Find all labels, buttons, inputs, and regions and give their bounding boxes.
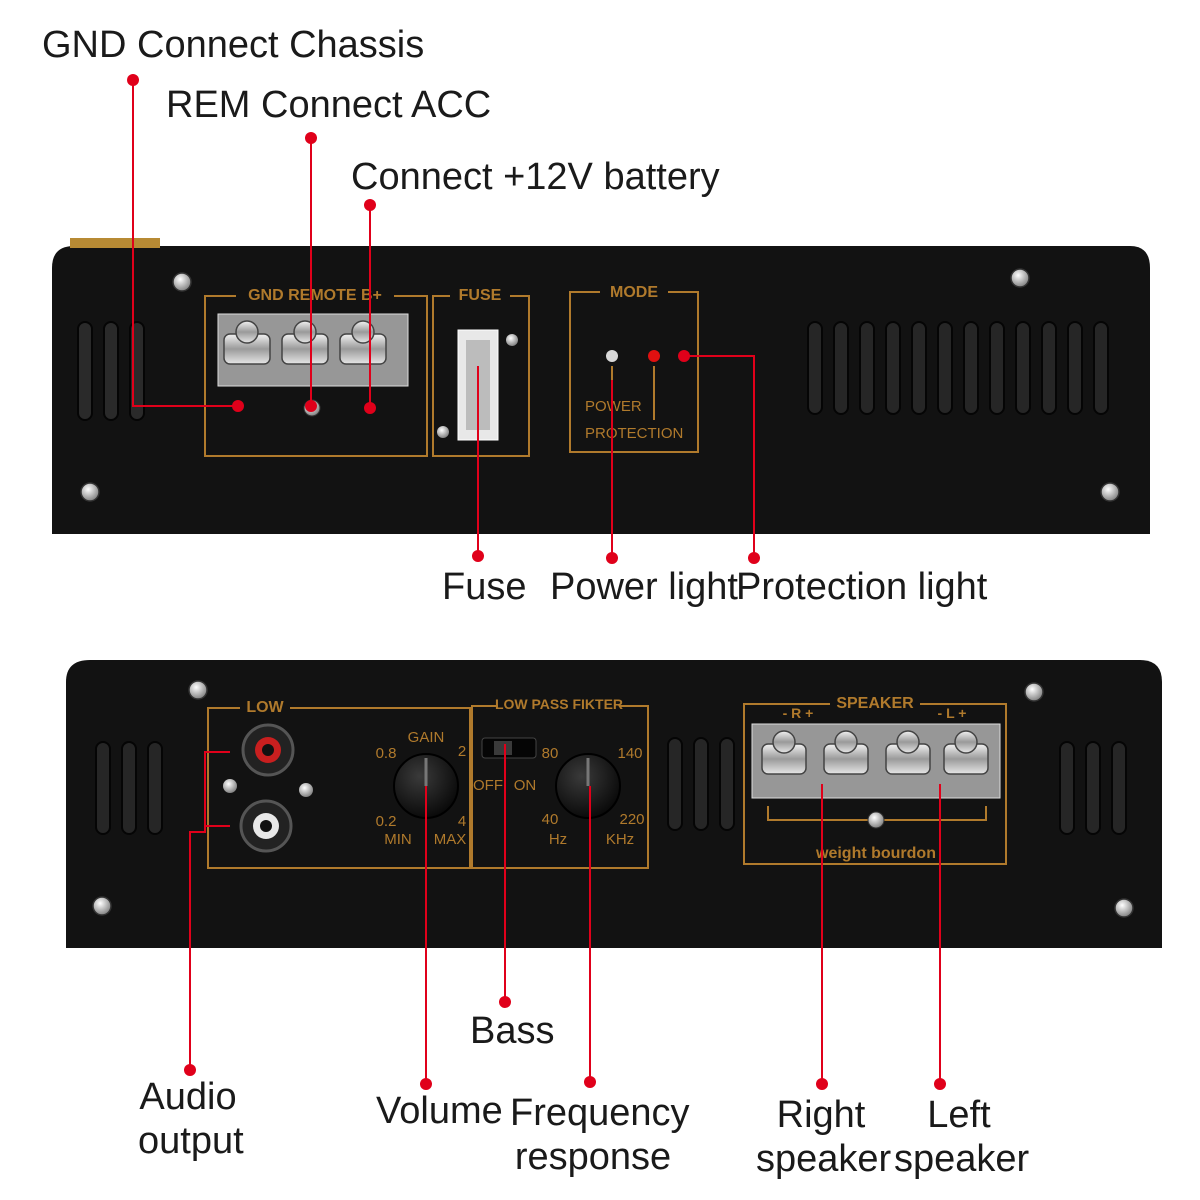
- rca-output-bottom[interactable]: [239, 799, 293, 853]
- low-label: LOW: [246, 699, 284, 716]
- bottom-right-vent: [1059, 741, 1127, 835]
- gnd-callout-line: [132, 80, 238, 407]
- gain-tick-2: 2: [458, 743, 466, 760]
- bottom-left-vent: [95, 741, 163, 835]
- rca-output-top[interactable]: [241, 723, 295, 777]
- power-light-callout: Power light: [550, 566, 738, 608]
- right-speaker-callout: Right speaker: [756, 1094, 892, 1181]
- top-panel-edge: [70, 238, 160, 248]
- frequency-callout: Frequency response: [510, 1092, 690, 1179]
- protection-label: PROTECTION: [585, 425, 683, 442]
- fuse-label: FUSE: [459, 287, 502, 304]
- speaker-right-polarity: - R +: [783, 705, 814, 721]
- freq-tick-220: 220: [619, 811, 644, 828]
- bottom-mid-vent: [667, 737, 735, 831]
- bottom-panel-screws: [92, 680, 1134, 918]
- top-panel-screws: [80, 268, 1120, 502]
- freq-khz-label: KHz: [606, 831, 634, 848]
- filter-label: LOW PASS FIKTER: [495, 696, 623, 712]
- switch-on-label: ON: [514, 777, 537, 794]
- speaker-left-polarity: - L +: [938, 705, 967, 721]
- mode-label: MODE: [610, 284, 658, 301]
- power-led: [606, 350, 618, 362]
- audio-output-callout-line1: Audio: [139, 1076, 237, 1118]
- top-panel: GND REMOTE B+ FUSE MODE POWER PROTECTION: [52, 238, 1150, 534]
- freq-tick-40: 40: [542, 811, 559, 828]
- gain-tick-0-2: 0.2: [376, 813, 397, 830]
- right-speaker-callout-line1: Right: [776, 1094, 866, 1136]
- protection-light-callout-line: [684, 355, 755, 558]
- speaker-terminal-screws[interactable]: [761, 730, 989, 775]
- frequency-knob[interactable]: [555, 753, 621, 819]
- volume-callout: Volume: [376, 1090, 503, 1132]
- freq-tick-80: 80: [542, 745, 559, 762]
- audio-output-callout: Audio output: [138, 1076, 244, 1163]
- power-terminal-label: GND REMOTE B+: [248, 287, 382, 304]
- bass-switch[interactable]: [481, 737, 537, 759]
- callout-lines: [132, 80, 941, 1084]
- rem-callout: REM Connect ACC: [166, 84, 492, 126]
- gain-min-label: MIN: [384, 831, 412, 848]
- speaker-footer-label: weight bourdon: [815, 845, 936, 862]
- audio-output-callout-line-a: [189, 751, 230, 1070]
- freq-hz-label: Hz: [549, 831, 567, 848]
- top-right-vent: [807, 321, 1109, 415]
- power-terminal-screws[interactable]: [223, 320, 387, 365]
- low-frame: [207, 707, 471, 869]
- protection-light-callout: Protection light: [736, 566, 988, 608]
- callout-dots: [127, 74, 946, 1090]
- frequency-callout-line2: response: [514, 1135, 672, 1178]
- bass-callout: Bass: [470, 1010, 555, 1052]
- battery-callout: Connect +12V battery: [351, 156, 720, 198]
- left-speaker-callout: Left speaker: [894, 1094, 1030, 1181]
- speaker-label: SPEAKER: [836, 695, 914, 712]
- gain-tick-4: 4: [458, 813, 466, 830]
- power-label: POWER: [585, 398, 642, 415]
- fuse-callout: Fuse: [442, 566, 527, 608]
- protection-led: [648, 350, 660, 362]
- left-speaker-callout-line2: speaker: [894, 1137, 1030, 1180]
- left-speaker-callout-line1: Left: [927, 1094, 991, 1136]
- right-speaker-callout-line2: speaker: [756, 1137, 892, 1180]
- gain-tick-0-8: 0.8: [376, 745, 397, 762]
- freq-tick-140: 140: [617, 745, 642, 762]
- gain-label: GAIN: [408, 729, 445, 746]
- audio-output-callout-line2: output: [138, 1119, 244, 1162]
- gnd-callout: GND Connect Chassis: [42, 24, 425, 66]
- gain-max-label: MAX: [434, 831, 467, 848]
- switch-off-label: OFF: [473, 777, 503, 794]
- bottom-panel: LOW GAIN 0.8 2 0.2 4 MIN MAX LOW PASS FI…: [66, 660, 1162, 948]
- frequency-callout-line1: Frequency: [510, 1092, 690, 1134]
